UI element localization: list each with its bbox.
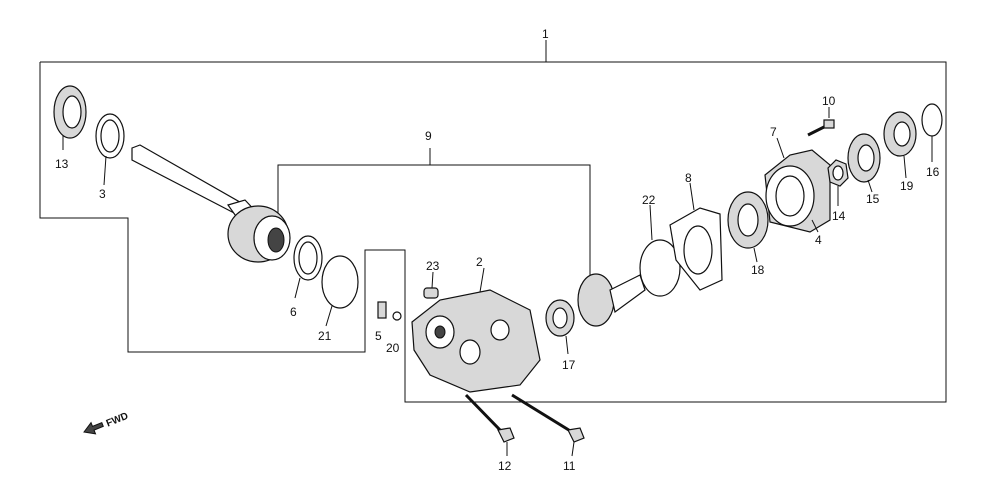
callout-5: 5 <box>375 329 382 343</box>
washer-20 <box>392 311 402 321</box>
callout-6: 6 <box>290 305 297 319</box>
subassembly-bracket-9 <box>277 164 591 275</box>
leader-21 <box>325 305 333 327</box>
callout-15: 15 <box>866 192 880 206</box>
snap-ring-16 <box>921 103 943 137</box>
callout-2: 2 <box>476 255 483 269</box>
callout-14: 14 <box>832 209 846 223</box>
callout-16: 16 <box>926 165 940 179</box>
stud-5 <box>377 301 387 319</box>
leader-22 <box>649 204 653 241</box>
leader-19 <box>903 155 907 179</box>
callout-19: 19 <box>900 179 914 193</box>
callout-20: 20 <box>386 341 400 355</box>
seal-ring-13 <box>53 85 87 139</box>
leader-4 <box>811 219 819 233</box>
bearing-holder-7 <box>764 149 831 233</box>
callout-4: 4 <box>815 233 822 247</box>
callout-1: 1 <box>542 27 549 41</box>
bolt-11 <box>511 393 585 443</box>
callout-8: 8 <box>685 171 692 185</box>
fwd-label: FWD <box>105 411 130 430</box>
bearing-18 <box>727 191 769 249</box>
callout-11: 11 <box>563 459 576 473</box>
callout-21: 21 <box>318 329 332 343</box>
leader-17 <box>565 335 569 355</box>
callout-13: 13 <box>55 157 69 171</box>
callout-12: 12 <box>498 459 512 473</box>
bearing-17 <box>545 299 575 337</box>
leader-18 <box>753 247 758 263</box>
washer-6 <box>293 235 323 281</box>
o-ring-22 <box>639 239 681 297</box>
assembly-boundary <box>39 61 947 403</box>
dowel-pin-23 <box>423 287 439 299</box>
callout-7: 7 <box>770 125 777 139</box>
callout-22: 22 <box>642 193 656 207</box>
callout-18: 18 <box>751 263 765 277</box>
shaft-gear-9 <box>131 144 291 263</box>
leader-23 <box>431 271 434 289</box>
leader-8 <box>689 182 695 211</box>
callout-9: 9 <box>425 129 432 143</box>
callout-10: 10 <box>822 94 836 108</box>
gear-case-2 <box>411 289 541 393</box>
leader-6 <box>294 277 301 299</box>
callout-23: 23 <box>426 259 440 273</box>
callout-17: 17 <box>562 358 576 372</box>
bolt-12 <box>464 393 515 443</box>
seal-19 <box>883 111 917 157</box>
gasket-8 <box>669 207 723 291</box>
o-ring-21 <box>321 255 359 309</box>
callout-3: 3 <box>99 187 106 201</box>
leader-15 <box>867 179 873 193</box>
pinion-gear <box>577 273 646 327</box>
leader-3 <box>103 155 107 186</box>
bearing-15 <box>847 133 881 183</box>
leader-7 <box>776 137 785 159</box>
lock-nut-14 <box>827 159 849 187</box>
leader-2 <box>479 267 485 293</box>
washer-3 <box>95 113 125 159</box>
fwd-arrow: FWD <box>83 411 130 435</box>
bolt-10 <box>807 119 835 137</box>
leader-11 <box>571 441 575 457</box>
